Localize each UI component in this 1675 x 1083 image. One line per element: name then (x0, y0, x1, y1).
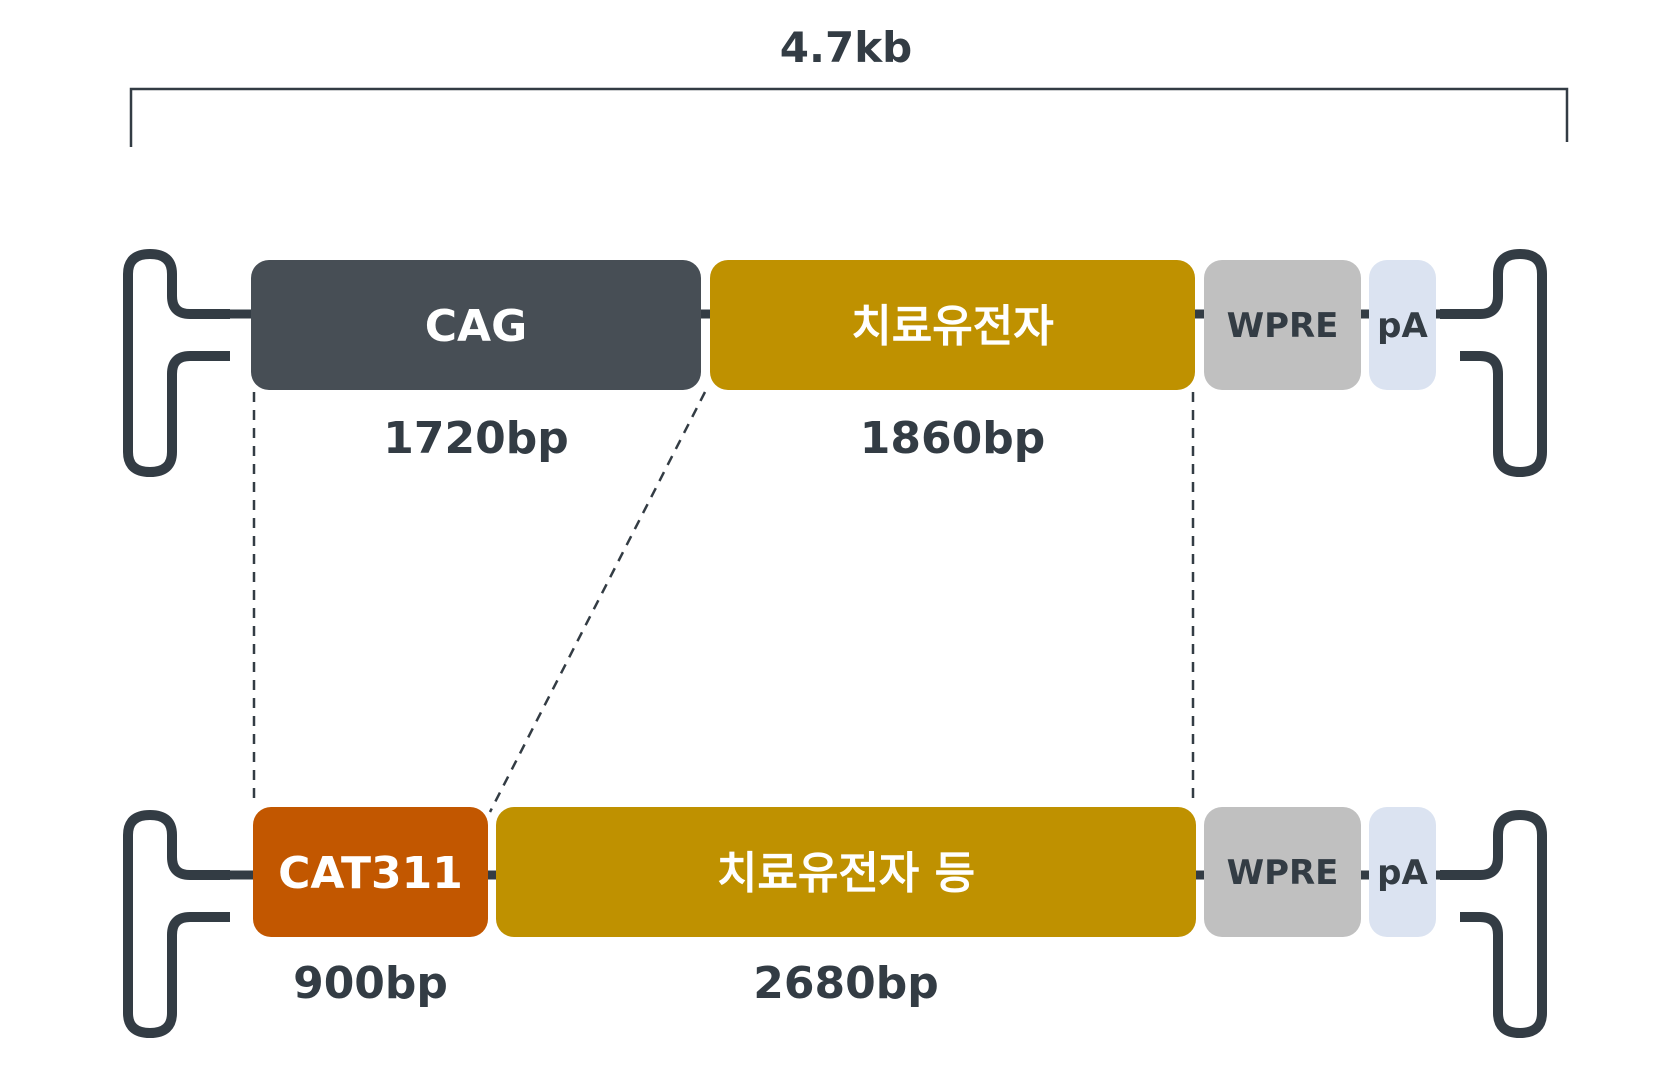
top-cassette: CAG 1720bp 치료유전자 1860bp WPRE pA (251, 260, 1436, 464)
therapeutic-gene-size-label: 1860bp (860, 413, 1045, 464)
itr-group (123, 249, 1547, 1038)
bottom-left-itr-hairpin (123, 810, 230, 1038)
bracket-line (129, 87, 1569, 147)
therapeutic-gene-etc-label: 치료유전자 등 (717, 848, 975, 899)
promoter-end-dashed-line (488, 391, 707, 813)
pa-block (1369, 260, 1436, 390)
bottom-cassette: CAT311 900bp 치료유전자 등 2680bp WPRE pA (253, 807, 1436, 1009)
top-right-itr-hairpin (1440, 249, 1547, 477)
therapeutic-gene-etc-size-label: 2680bp (753, 958, 938, 1009)
cag-label: CAG (425, 301, 527, 352)
therapeutic-gene-label: 치료유전자 (851, 301, 1053, 352)
pa-block (1369, 807, 1436, 937)
therapeutic-gene-etc-block (496, 807, 1196, 937)
cat311-block (253, 807, 488, 937)
bottom-right-itr-hairpin (1440, 810, 1547, 1038)
pa-label: pA (1377, 853, 1428, 893)
wpre-label: WPRE (1227, 306, 1339, 346)
pa-label: pA (1377, 306, 1428, 346)
cat311-label: CAT311 (278, 848, 463, 899)
therapeutic-gene-block (710, 260, 1195, 390)
top-left-itr-hairpin (123, 249, 230, 477)
wpre-block (1204, 260, 1361, 390)
wpre-label: WPRE (1227, 853, 1339, 893)
cat311-size-label: 900bp (293, 958, 448, 1009)
cag-size-label: 1720bp (383, 413, 568, 464)
size-bracket: 4.7kb (129, 23, 1569, 147)
backbones (230, 309, 1480, 880)
total-size-label: 4.7kb (780, 23, 912, 72)
correspondence-lines (252, 391, 1195, 813)
cag-block (251, 260, 701, 390)
wpre-block (1204, 807, 1361, 937)
